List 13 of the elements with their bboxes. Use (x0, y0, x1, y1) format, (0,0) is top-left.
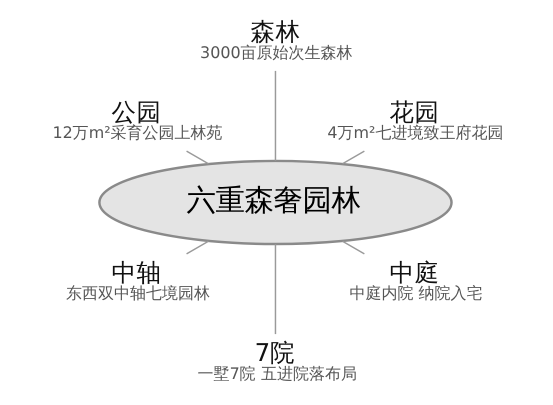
node-ellipse: 六重森奢园林 (98, 160, 452, 246)
connector (274, 70, 276, 161)
connector (342, 150, 364, 164)
connector (342, 240, 364, 254)
node-text: 中轴 东西双中轴七境园林 (65, 258, 210, 303)
connector (186, 240, 208, 254)
connector (274, 244, 276, 334)
node-text: 中庭 中庭内院 纳院入宅 (348, 258, 482, 303)
node-text: 公园 12万m²采育公园上林苑 (52, 97, 222, 142)
node-text: 7院 一墅7院 五进院落布局 (197, 338, 356, 383)
connector (186, 150, 208, 164)
node-text: 花园 4万m²七进境致王府花园 (326, 97, 503, 142)
node-text: 森林 3000亩原始次生森林 (200, 17, 352, 62)
